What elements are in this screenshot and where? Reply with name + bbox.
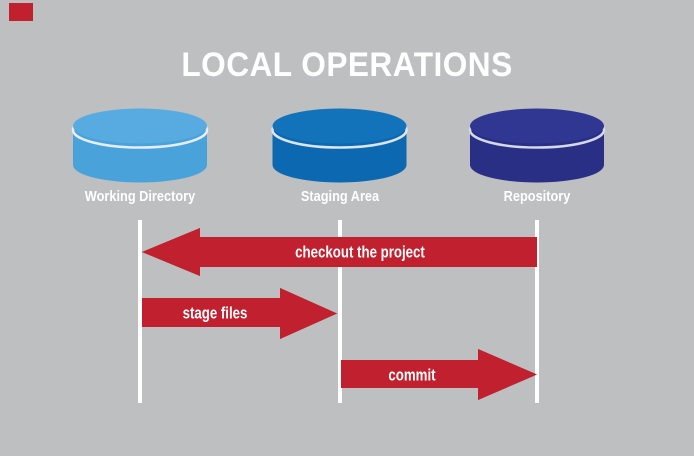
timeline-repository xyxy=(535,220,539,403)
corner-red-mark xyxy=(9,3,33,21)
cylinder-repository xyxy=(468,108,606,183)
arrow-label-commit: commit xyxy=(388,365,436,384)
node-label-staging-area: Staging Area xyxy=(300,188,379,205)
cylinder-staging-area xyxy=(271,108,408,183)
timeline-staging-area xyxy=(337,220,342,403)
cylinder-repository-top xyxy=(470,108,604,144)
arrow-label-checkout-the-project: checkout the project xyxy=(295,242,425,262)
arrow-commit xyxy=(341,349,537,400)
node-label-repository: Repository xyxy=(503,188,571,205)
page-title: LOCAL OPERATIONS xyxy=(181,46,513,84)
timeline-working-directory xyxy=(138,220,142,403)
cylinder-working-directory xyxy=(71,108,209,183)
arrow-label-stage-files: stage files xyxy=(182,303,248,322)
cylinder-staging-area-top xyxy=(272,108,407,144)
cylinder-working-directory-top xyxy=(73,108,207,144)
node-label-working-directory: Working Directory xyxy=(84,188,196,205)
